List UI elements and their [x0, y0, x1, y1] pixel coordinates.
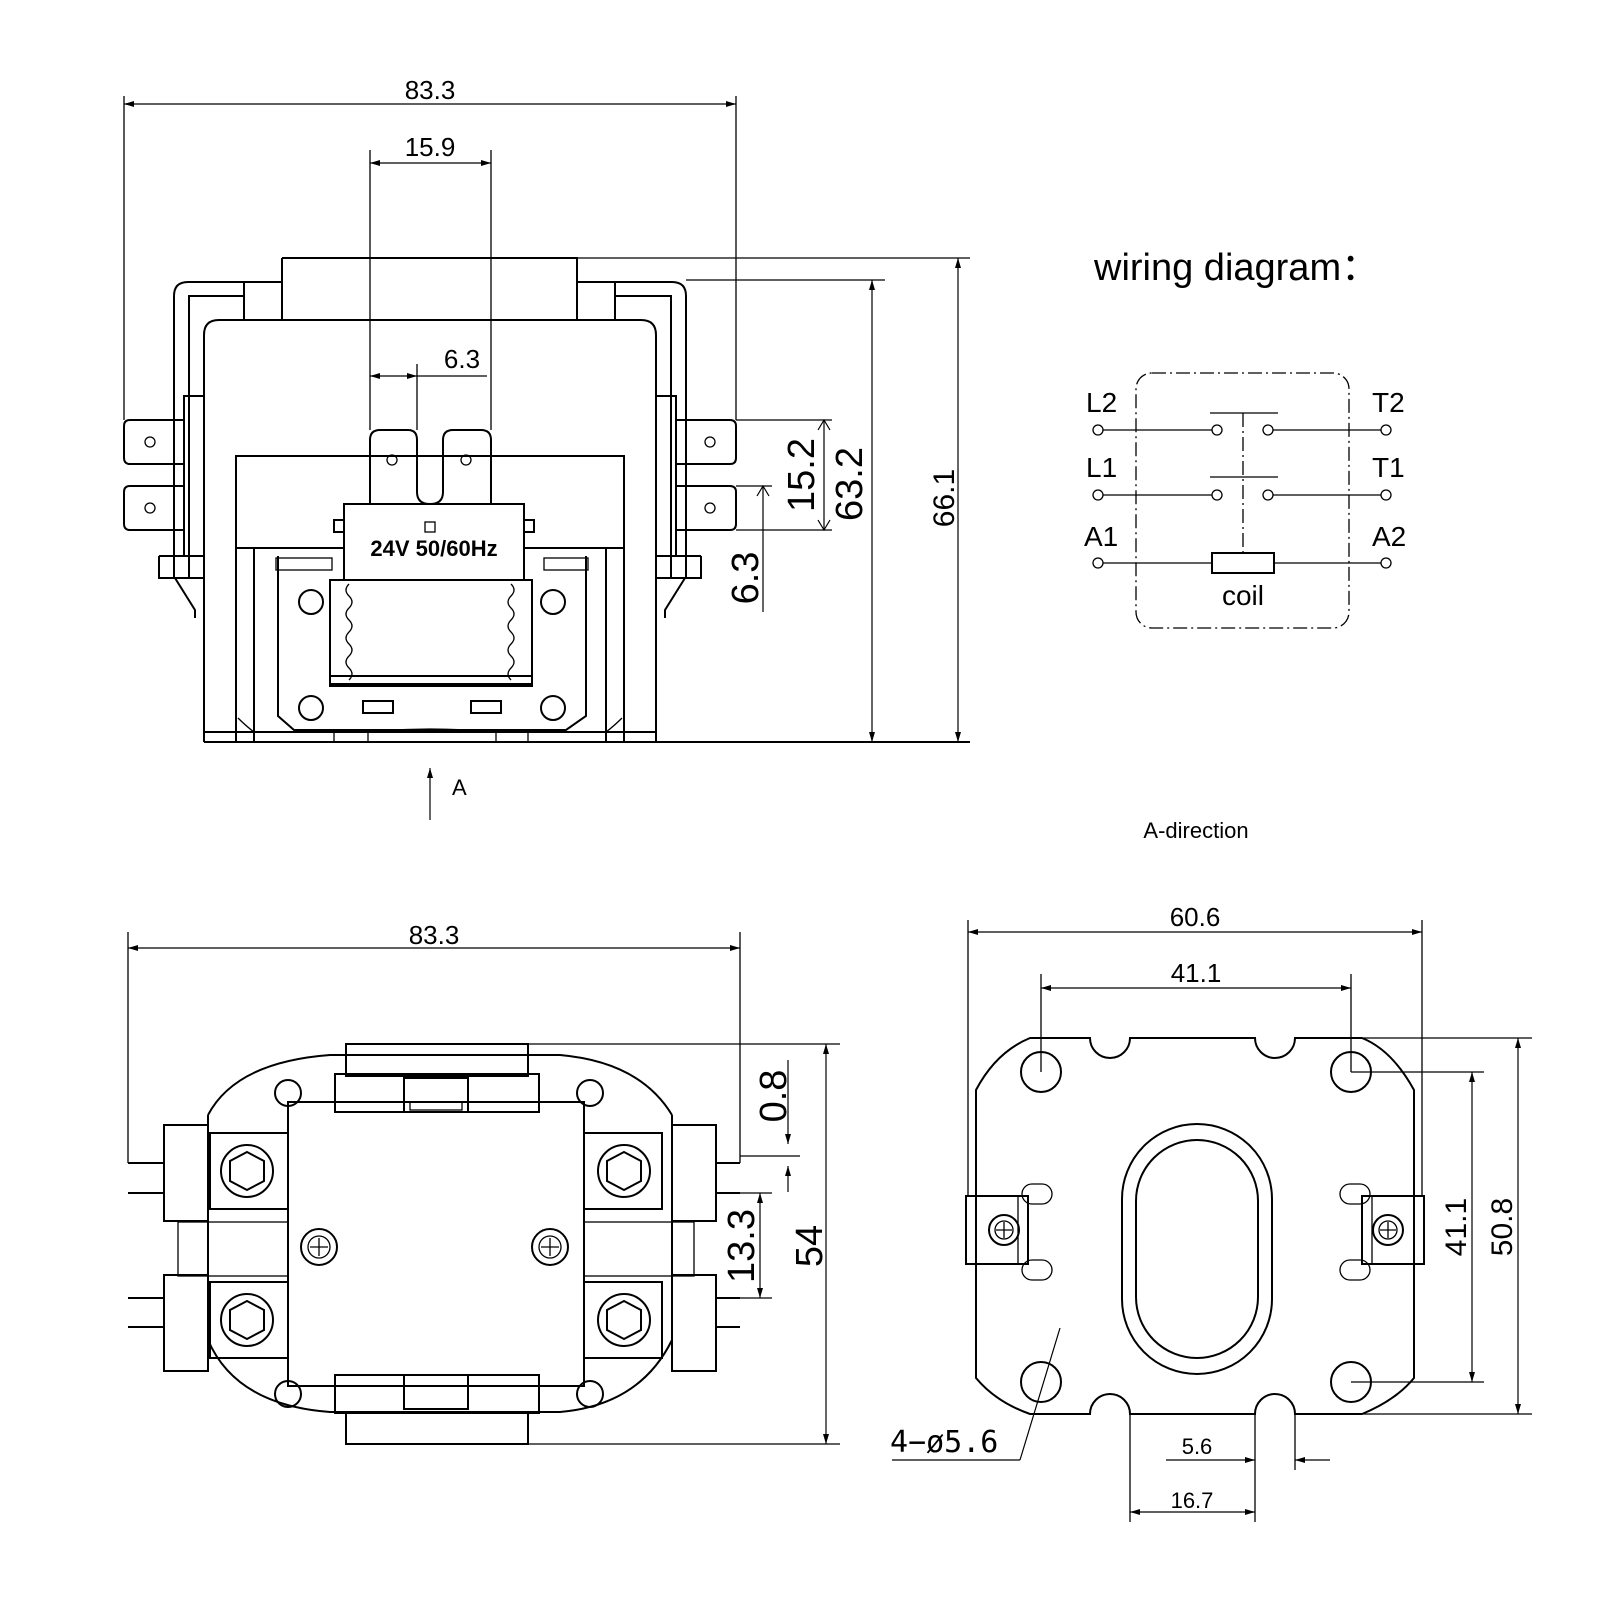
label-t2: T2 — [1372, 387, 1405, 418]
dim-slot-width: 5.6 — [1182, 1434, 1213, 1459]
dim-holes: 4−ø5.6 — [890, 1425, 998, 1460]
dim-slot-offset: 16.7 — [1171, 1488, 1214, 1513]
label-a2: A2 — [1372, 521, 1406, 552]
label-l2: L2 — [1086, 387, 1117, 418]
dim-width-front: 83.3 — [405, 75, 456, 105]
label-t1: T1 — [1372, 452, 1405, 483]
dim-coil-terminal-gap: 6.3 — [444, 344, 480, 374]
top-view: 83.3 54 0.8 13.3 — [127, 920, 840, 1445]
wiring-title: wiring diagram： — [1093, 247, 1379, 289]
dim-hole-spacing-y: 41.1 — [1440, 1198, 1473, 1256]
dim-total-height: 66.1 — [928, 469, 961, 527]
dim-body-height: 63.2 — [829, 447, 871, 521]
dim-coil-terminal-span: 15.9 — [405, 132, 456, 162]
dim-base-height: 50.8 — [1486, 1198, 1519, 1256]
a-direction-label: A-direction — [1143, 818, 1248, 843]
dim-terminal-pitch: 15.2 — [781, 438, 823, 512]
wiring-diagram: wiring diagram： L2 T2 L1 T1 A1 A2 coil — [1084, 247, 1406, 629]
front-view: 83.3 15.9 6.3 15.2 6.3 63.2 66.1 A — [123, 75, 970, 820]
label-coil: coil — [1222, 580, 1264, 611]
coil-rating-label: 24V 50/60Hz — [370, 536, 497, 561]
label-l1: L1 — [1086, 452, 1117, 483]
dim-terminal-spacing: 13.3 — [721, 1209, 763, 1283]
base-view: 60.6 41.1 41.1 50.8 4−ø5.6 5.6 16.7 — [890, 902, 1532, 1522]
dim-terminal-width: 6.3 — [725, 552, 767, 605]
label-a1: A1 — [1084, 521, 1118, 552]
dim-base-width: 60.6 — [1170, 902, 1221, 932]
dim-depth: 54 — [789, 1225, 831, 1267]
dim-hole-spacing-x: 41.1 — [1171, 958, 1222, 988]
dim-width-top: 83.3 — [409, 920, 460, 950]
dim-offset: 0.8 — [753, 1070, 795, 1123]
view-arrow-label: A — [452, 775, 467, 800]
